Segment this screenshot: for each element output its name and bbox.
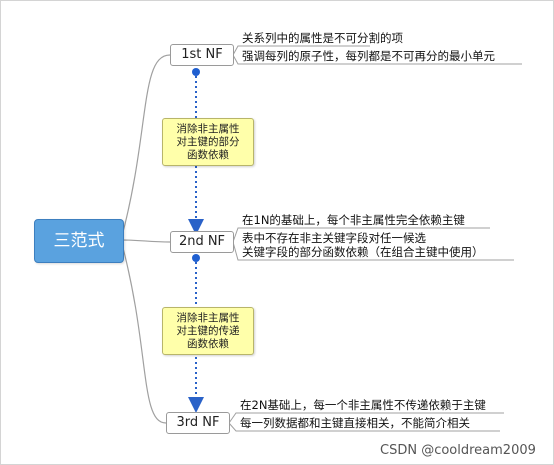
note-2-line-2: 对主键的传递 — [176, 325, 240, 337]
watermark-text: CSDN @cooldream2009 — [380, 443, 536, 458]
branch-line-2nd-nf — [121, 239, 171, 243]
note-transitive-dependency: 消除非主属性 对主键的传递 函数依赖 — [162, 307, 254, 355]
desc-3rd-nf-line-1: 在2N基础上，每一个非主属性不传递依赖于主键 — [240, 398, 486, 412]
desc-2nd-nf-line-3: 关键字段的部分函数依赖（在组合主键中使用） — [242, 245, 484, 259]
desc-line-1st-nf-a — [232, 45, 370, 56]
desc-2nd-nf-line-1: 在1N的基础上，每个非主属性完全依赖主键 — [242, 213, 465, 227]
root-node[interactable]: 三范式 — [34, 219, 124, 263]
note-2-line-1: 消除非主属性 — [176, 312, 240, 324]
desc-line-2nd-nf-a — [232, 227, 490, 243]
desc-line-3rd-nf-b — [228, 422, 500, 432]
note-1-line-2: 对主键的部分 — [176, 136, 240, 148]
node-1st-nf[interactable]: 1st NF — [170, 44, 234, 66]
note-partial-dependency: 消除非主属性 对主键的部分 函数依赖 — [162, 118, 254, 166]
node-3rd-nf[interactable]: 3rd NF — [166, 412, 230, 434]
desc-1st-nf-line-1: 关系列中的属性是不可分割的项 — [242, 31, 403, 45]
desc-line-3rd-nf-a — [228, 412, 504, 424]
desc-line-1st-nf-b — [232, 54, 522, 65]
desc-2nd-nf-line-2: 表中不存在非主关键字段对任一候选 — [242, 231, 426, 245]
branch-line-3rd-nf — [121, 243, 167, 424]
anchor-dot-2 — [192, 254, 200, 262]
desc-line-2nd-nf-b — [232, 241, 514, 261]
note-2-line-3: 函数依赖 — [187, 338, 229, 350]
note-1-line-3: 函数依赖 — [187, 149, 229, 161]
desc-3rd-nf-line-2: 每一列数据都和主键直接相关，不能简介相关 — [240, 416, 470, 430]
note-1-line-1: 消除非主属性 — [176, 123, 240, 135]
node-2nd-nf[interactable]: 2nd NF — [170, 231, 234, 253]
anchor-dot-1 — [192, 68, 200, 76]
branch-line-1st-nf — [121, 54, 171, 237]
desc-1st-nf-line-2: 强调每列的原子性，每列都是不可再分的最小单元 — [242, 49, 495, 63]
